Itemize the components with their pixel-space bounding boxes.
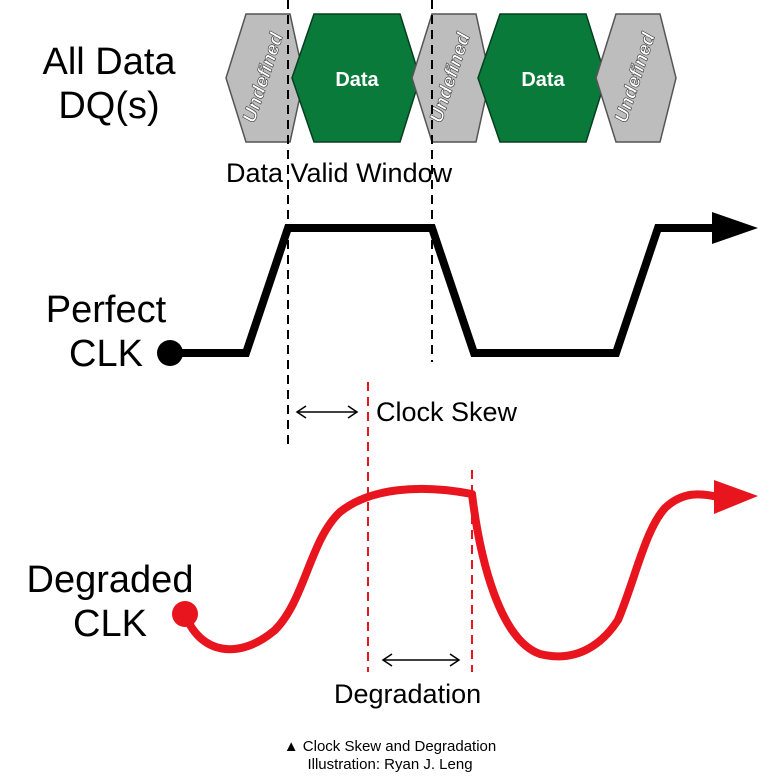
perfect-clk-label-line2: CLK	[69, 333, 143, 375]
degraded-clk-label-line2: CLK	[73, 603, 147, 645]
perfect-clk-label: Perfect CLK	[26, 288, 186, 376]
perfect-clk-label-line1: Perfect	[45, 289, 167, 331]
degraded-clk-label-line1: Degraded	[26, 559, 194, 601]
degradation-label: Degradation	[334, 679, 482, 709]
clock-skew-label: Clock Skew	[376, 397, 518, 427]
cell-undefined-3	[595, 13, 677, 143]
data-valid-window-label: Data Valid Window	[226, 158, 453, 188]
cell-data-2-text: Data	[521, 69, 565, 91]
degraded-clock-arrowhead	[714, 480, 758, 514]
data-row-label: All Data DQ(s)	[30, 40, 188, 128]
degraded-clock-origin-dot	[172, 601, 198, 627]
figure-caption: ▲ Clock Skew and Degradation Illustratio…	[200, 738, 580, 774]
data-row-label-line2: DQ(s)	[58, 85, 160, 127]
degraded-clk-label: Degraded CLK	[12, 558, 208, 646]
clock-skew-arrow	[295, 405, 359, 419]
perfect-clock	[157, 212, 758, 366]
caption-title: ▲ Clock Skew and Degradation	[283, 738, 497, 755]
data-row-label-line1: All Data	[42, 41, 176, 83]
caption-credit: Illustration: Ryan J. Leng	[307, 756, 473, 773]
cell-data-1-text: Data	[335, 69, 379, 91]
degradation-arrow	[381, 653, 461, 667]
perfect-clock-arrowhead	[712, 212, 758, 244]
degraded-clock-waveform	[181, 484, 726, 661]
data-bus: Undefined Data Undefined Data Undefined	[225, 13, 677, 143]
perfect-clock-waveform	[170, 224, 722, 357]
degraded-clock	[172, 480, 758, 661]
